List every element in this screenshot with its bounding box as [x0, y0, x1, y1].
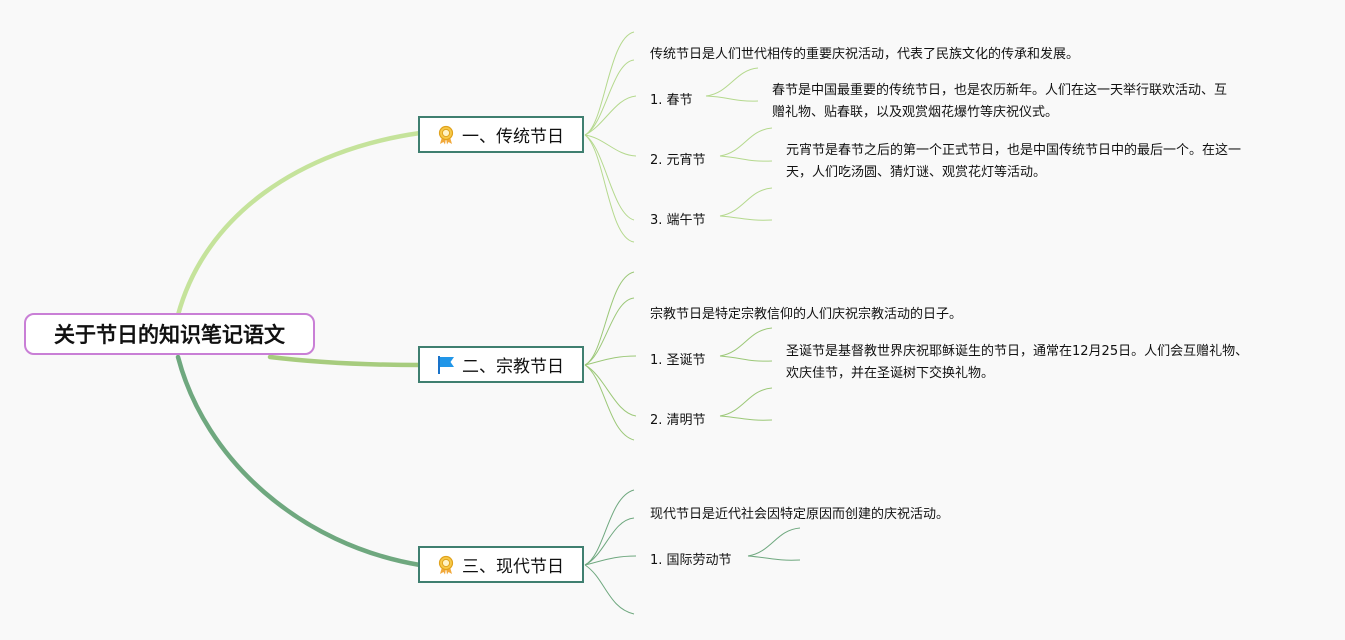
note-line: 春节是中国最重要的传统节日，也是农历新年。人们在这一天举行联欢活动、互	[772, 83, 1228, 98]
branch-connector-3	[175, 354, 423, 568]
note-spring-festival: 春节是中国最重要的传统节日，也是农历新年。人们在这一天举行联欢活动、互 赠礼物、…	[772, 80, 1227, 124]
topic-node-traditional[interactable]: 一、传统节日	[418, 116, 584, 153]
branch-connector-2	[267, 354, 423, 368]
branch-connector-1	[175, 130, 423, 318]
sub-topic-lantern-festival[interactable]: 2. 元宵节	[650, 153, 706, 168]
sub-topic-qingming[interactable]: 2. 清明节	[650, 413, 706, 428]
note-line: 赠礼物、贴春联，以及观赏烟花爆竹等庆祝仪式。	[772, 105, 1059, 120]
note-lantern-festival: 元宵节是春节之后的第一个正式节日，也是中国传统节日中的最后一个。在这一 天，人们…	[786, 140, 1241, 184]
topic-1-fan	[584, 31, 637, 243]
topic-2-sub-fans	[719, 327, 773, 421]
note-line: 欢庆佳节，并在圣诞树下交换礼物。	[786, 366, 995, 381]
topic-3-fan	[584, 489, 637, 615]
sub-topic-spring-festival[interactable]: 1. 春节	[650, 93, 693, 108]
topic-node-religious[interactable]: 二、宗教节日	[418, 346, 584, 383]
topic-2-fan	[584, 271, 637, 441]
flag-icon	[436, 355, 456, 375]
award-ribbon-icon	[436, 555, 456, 575]
topic-summary: 现代节日是近代社会因特定原因而创建的庆祝活动。	[650, 507, 950, 522]
topic-node-label: 一、传统节日	[462, 127, 564, 147]
topic-3-sub-fans	[747, 527, 801, 561]
topic-node-label: 二、宗教节日	[462, 357, 564, 377]
award-ribbon-icon	[436, 125, 456, 145]
topic-node-label: 三、现代节日	[462, 557, 564, 577]
sub-topic-dragon-boat-festival[interactable]: 3. 端午节	[650, 213, 706, 228]
root-node-label: 关于节日的知识笔记语文	[54, 323, 285, 347]
note-line: 天，人们吃汤圆、猜灯谜、观赏花灯等活动。	[786, 165, 1047, 180]
note-line: 元宵节是春节之后的第一个正式节日，也是中国传统节日中的最后一个。在这一	[786, 143, 1242, 158]
topic-1-sub-fans	[705, 67, 773, 221]
note-christmas: 圣诞节是基督教世界庆祝耶稣诞生的节日，通常在12月25日。人们会互赠礼物、 欢庆…	[786, 341, 1248, 385]
topic-summary: 宗教节日是特定宗教信仰的人们庆祝宗教活动的日子。	[650, 307, 963, 322]
topic-summary: 传统节日是人们世代相传的重要庆祝活动，代表了民族文化的传承和发展。	[650, 47, 1080, 62]
sub-topic-christmas[interactable]: 1. 圣诞节	[650, 353, 706, 368]
sub-topic-labor-day[interactable]: 1. 国际劳动节	[650, 553, 732, 568]
topic-node-modern[interactable]: 三、现代节日	[418, 546, 584, 583]
note-line: 圣诞节是基督教世界庆祝耶稣诞生的节日，通常在12月25日。人们会互赠礼物、	[786, 344, 1249, 359]
root-node[interactable]: 关于节日的知识笔记语文	[24, 313, 315, 355]
